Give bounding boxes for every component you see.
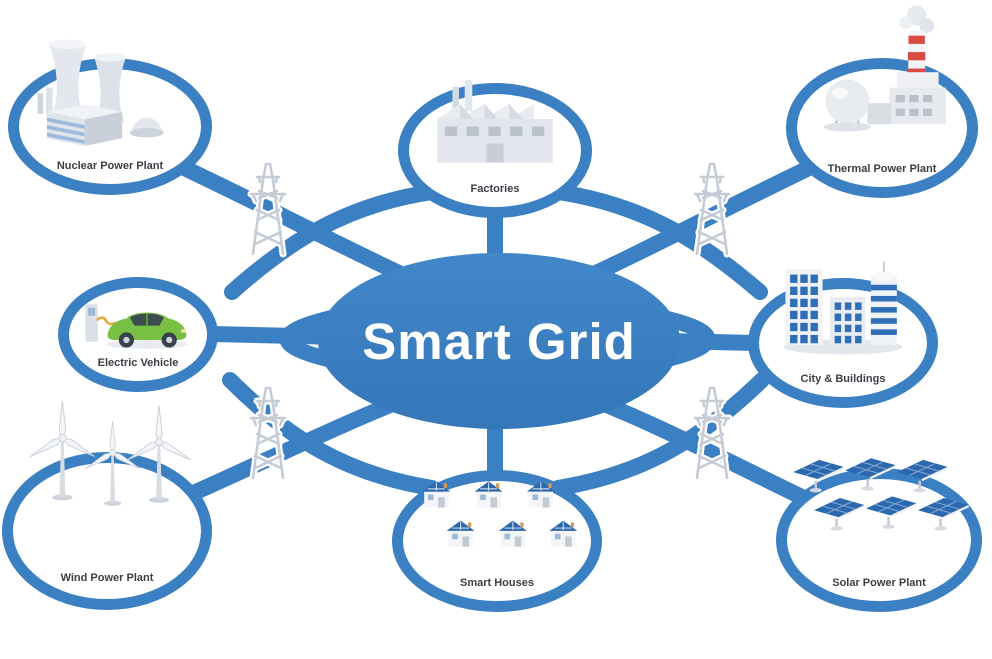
central-hub-title: Smart Grid [362,312,636,370]
connector-cross-top-right [550,184,768,300]
central-hub: Smart Grid [318,253,680,429]
node-electric-vehicle: Electric Vehicle [58,277,218,392]
connector-cross-top-left [224,184,440,300]
node-solar-power-plant: Solar Power Plant [776,456,982,612]
node-label: Nuclear Power Plant [56,160,164,172]
node-nuclear-power-plant: Nuclear Power Plant [8,39,212,195]
thermal-plant-icon [823,5,946,132]
node-label: Wind Power Plant [60,572,154,584]
node-label: Solar Power Plant [832,577,926,589]
node-wind-power-plant: Wind Power Plant [2,400,212,610]
nuclear-plant-icon [37,39,164,146]
smart-houses-icon [421,480,578,548]
node-label: Thermal Power Plant [827,163,937,175]
node-thermal-power-plant: Thermal Power Plant [786,5,978,198]
solar-panels-icon [791,456,971,532]
node-label: Smart Houses [460,577,534,589]
city-buildings-icon [783,261,903,355]
node-label: City & Buildings [800,373,886,385]
node-factories: Factories [398,80,592,218]
node-label: Electric Vehicle [97,357,179,369]
connector-cross-bottom-right [550,372,770,496]
transmission-tower-icon [251,388,285,478]
wind-turbines-icon [28,400,193,507]
node-city-buildings: City & Buildings [748,261,938,408]
electric-car-icon [85,304,188,349]
node-label: Factories [470,183,520,195]
factory-icon [437,80,553,163]
node-smart-houses: Smart Houses [392,470,602,612]
connector-cross-bottom-left [222,372,440,496]
